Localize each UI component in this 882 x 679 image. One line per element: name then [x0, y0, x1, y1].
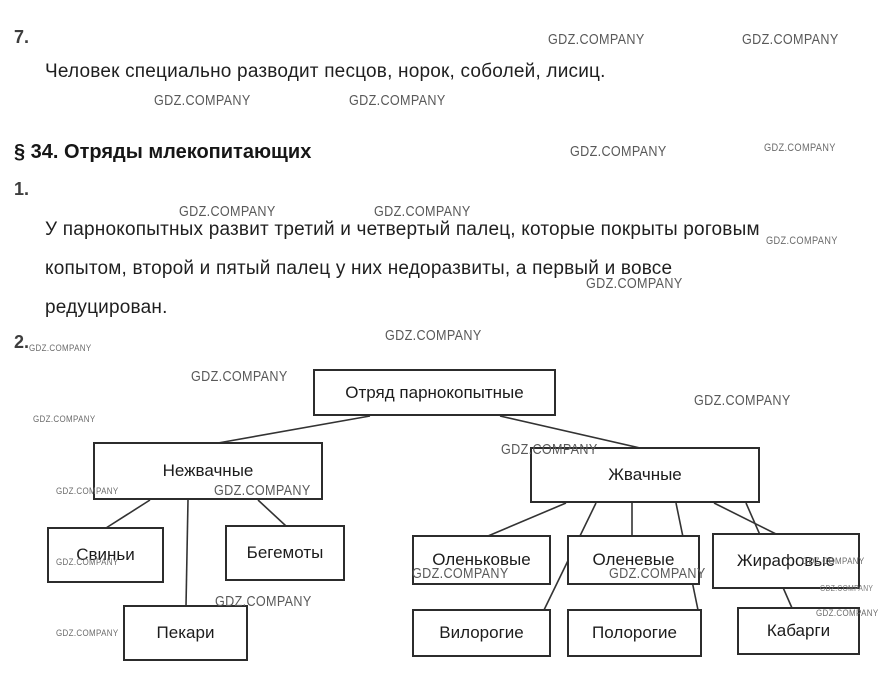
- connector-line: [257, 499, 287, 527]
- watermark-text: GDZ.COMPANY: [191, 368, 288, 385]
- watermark-text: GDZ.COMPANY: [802, 556, 865, 567]
- watermark-text: GDZ.COMPANY: [586, 275, 683, 292]
- item-7-text: Человек специально разводит песцов, норо…: [45, 61, 606, 82]
- watermark-text: GDZ.COMPANY: [764, 142, 836, 154]
- connector-line: [185, 499, 189, 607]
- watermark-text: GDZ.COMPANY: [214, 482, 311, 499]
- item-2-number: 2.: [14, 332, 30, 352]
- watermark-text: GDZ.COMPANY: [548, 31, 645, 48]
- watermark-text: GDZ.COMPANY: [215, 593, 312, 610]
- watermark-text: GDZ.COMPANY: [742, 31, 839, 48]
- watermark-text: GDZ.COMPANY: [349, 92, 446, 109]
- connector-line: [105, 499, 151, 529]
- node-giraffes: Жирафовые: [712, 533, 860, 589]
- node-bovids: Полорогие: [567, 609, 702, 657]
- watermark-text: GDZ.COMPANY: [374, 203, 471, 220]
- item-1-number: 1.: [14, 179, 30, 199]
- watermark-text: GDZ.COMPANY: [154, 92, 251, 109]
- node-hippos: Бегемоты: [225, 525, 345, 581]
- watermark-text: GDZ.COMPANY: [179, 203, 276, 220]
- connector-line: [713, 502, 777, 535]
- item-7-number: 7.: [14, 27, 30, 47]
- node-pronghorns: Вилорогие: [412, 609, 551, 657]
- watermark-text: GDZ.COMPANY: [56, 628, 119, 639]
- node-chevrotains: Оленьковые: [412, 535, 551, 585]
- watermark-text: GDZ.COMPANY: [609, 565, 706, 582]
- watermark-text: GDZ.COMPANY: [501, 441, 598, 458]
- node-musk-deer: Кабарги: [737, 607, 860, 655]
- node-nonruminants: Нежвачные: [93, 442, 323, 500]
- watermark-text: GDZ.COMPANY: [694, 392, 791, 409]
- watermark-text: GDZ.COMPANY: [56, 486, 119, 497]
- watermark-text: GDZ.COMPANY: [570, 143, 667, 160]
- watermark-text: GDZ.COMPANY: [385, 327, 482, 344]
- watermark-text: GDZ.COMPANY: [820, 584, 874, 593]
- watermark-text: GDZ.COMPANY: [29, 343, 92, 354]
- section-title: § 34. Отряды млекопитающих: [14, 141, 312, 163]
- node-deer: Оленевые: [567, 535, 700, 585]
- node-swine: Свиньи: [47, 527, 164, 583]
- watermark-text: GDZ.COMPANY: [56, 557, 119, 568]
- node-root: Отряд парнокопытные: [313, 369, 556, 416]
- connector-line: [499, 415, 641, 449]
- connector-line: [217, 415, 371, 444]
- watermark-text: GDZ.COMPANY: [816, 608, 879, 619]
- watermark-text: GDZ.COMPANY: [412, 565, 509, 582]
- item-1-text: У парнокопытных развит третий и четверты…: [45, 219, 760, 318]
- connector-line: [487, 502, 567, 537]
- node-ruminants: Жвачные: [530, 447, 760, 503]
- watermark-text: GDZ.COMPANY: [33, 414, 96, 425]
- watermark-text: GDZ.COMPANY: [766, 235, 838, 247]
- node-peccaries: Пекари: [123, 605, 248, 661]
